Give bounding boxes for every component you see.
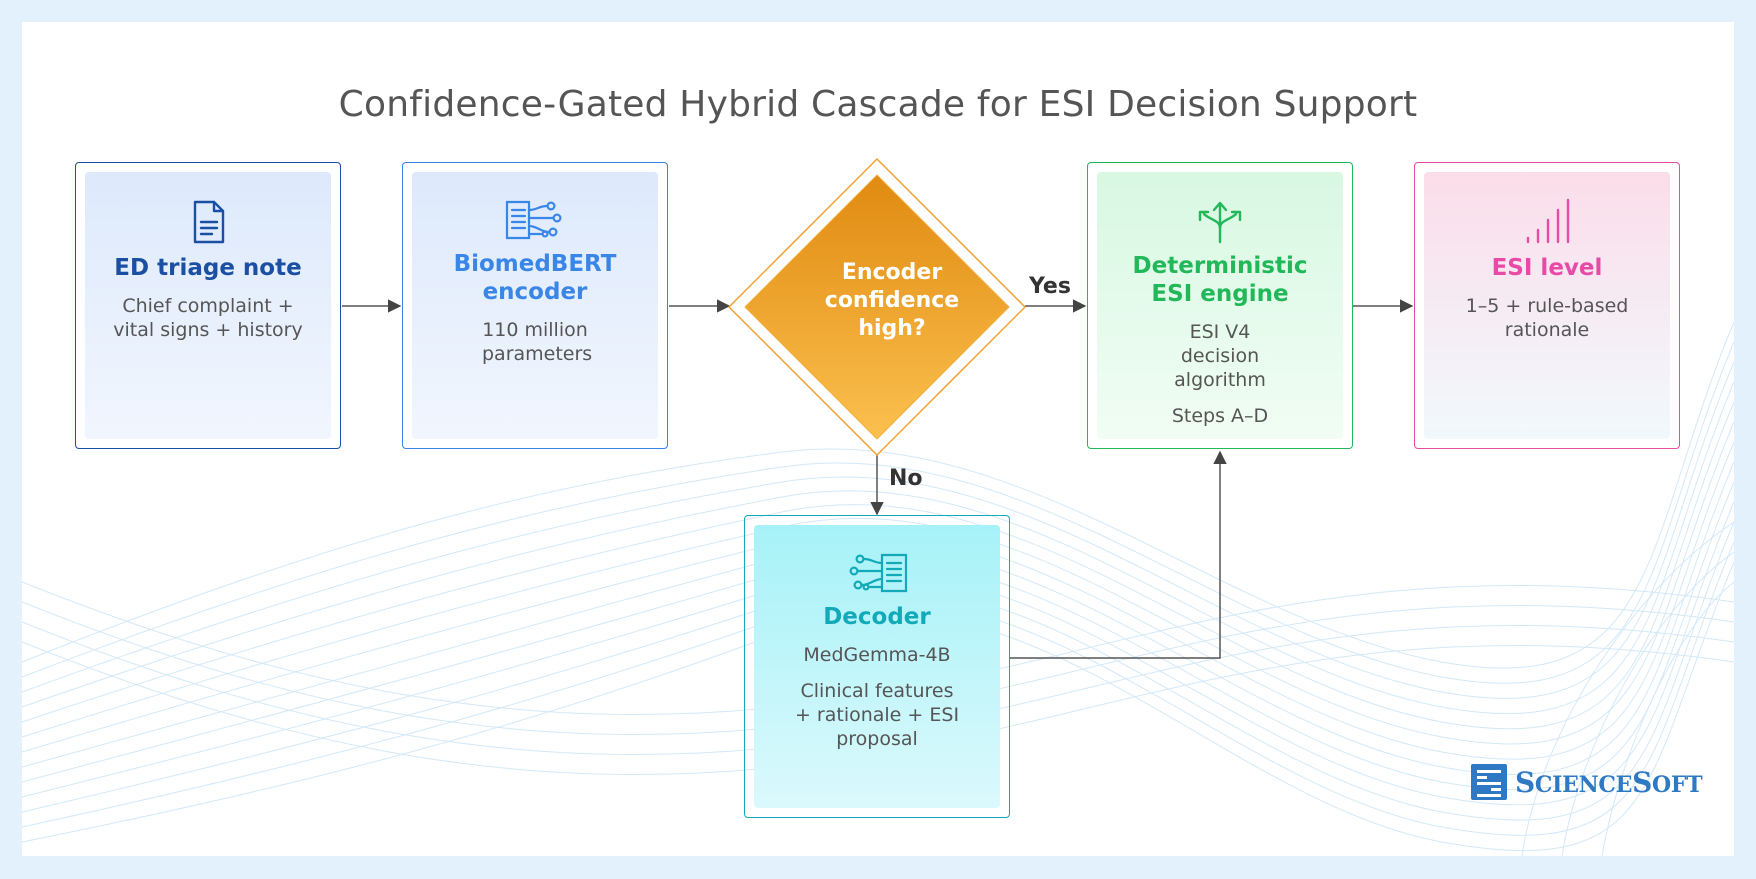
decoder-desc-detail: Clinical features + rationale + ESI prop… [794,680,960,750]
signal-bars-icon [1526,198,1570,244]
branching-arrows-icon [1198,201,1242,244]
encoder-desc: 110 million parameters [482,319,593,365]
no-label: No [889,466,923,491]
output-box: ESI level 1–5 + rule-based rationale [1414,162,1680,449]
decision-line-2: confidence [824,288,960,313]
decision-line-3: high? [858,316,926,341]
decision-line-1: Encoder [841,260,943,285]
encoder-box: BiomedBERT encoder 110 million parameter… [402,162,668,449]
output-desc: 1–5 + rule-based rationale [1465,295,1629,341]
engine-desc: ESI V4 decision algorithm [1174,321,1266,391]
encoder-title-line-2: encoder [482,279,588,305]
yes-label: Yes [1029,274,1071,299]
output-title: ESI level [1491,255,1603,281]
connectors [342,299,1414,659]
engine-title: Deterministic ESI engine [1097,252,1343,308]
sciencesoft-logo: SCIENCESOFT [1469,760,1703,804]
triage-note-desc: Chief complaint + vital signs + history [113,295,303,341]
arrow-decoder-engine [1010,450,1227,659]
sciencesoft-wordmark: SCIENCESOFT [1515,765,1703,799]
engine-desc-steps: Steps A–D [1171,405,1269,427]
decoder-desc: MedGemma-4B [803,644,951,666]
engine-title-line-2: ESI engine [1151,281,1289,307]
network-text-icon [849,553,908,593]
triage-note-title: ED triage note [114,255,302,281]
encoder-title: BiomedBERT encoder [412,250,658,306]
document-icon [193,200,225,244]
decision-diamond [727,157,1027,457]
triage-note-box: ED triage note Chief complaint + vital s… [75,162,341,449]
diagram-title: Confidence-Gated Hybrid Cascade for ESI … [338,84,1418,125]
decoder-title: Decoder [823,604,931,630]
engine-box: Deterministic ESI engine ESI V4 decision… [1087,162,1353,449]
decision-text: Encoder confidence high? [792,259,992,343]
text-network-icon [505,200,562,240]
encoder-title-line-1: BiomedBERT [453,251,617,277]
decoder-box: Decoder MedGemma-4B Clinical features + … [744,515,1010,818]
diagram-canvas: Confidence-Gated Hybrid Cascade for ESI … [22,22,1734,856]
sciencesoft-logo-mark [1471,764,1507,800]
engine-title-line-1: Deterministic [1132,253,1308,279]
